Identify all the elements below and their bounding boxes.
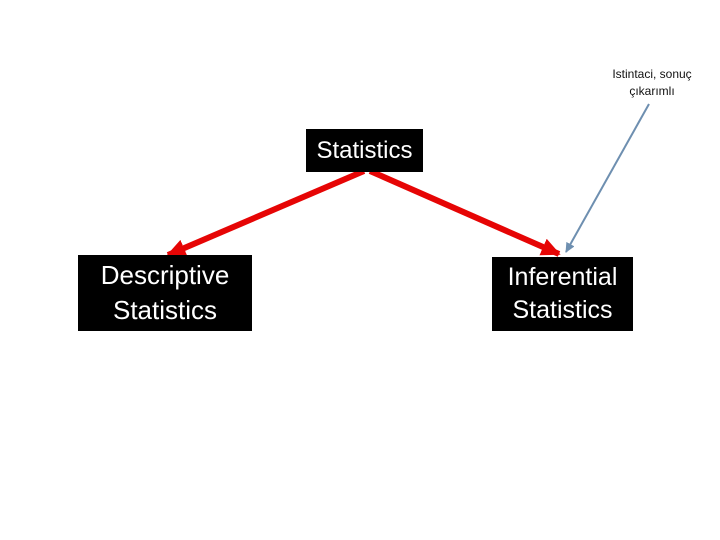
node-inferential-statistics: Inferential Statistics [492, 257, 633, 331]
annotation-note: Istintaci, sonuç çıkarımlı [596, 66, 708, 100]
annotation-line2: çıkarımlı [629, 84, 675, 98]
node-descriptive-label-line2: Statistics [112, 295, 218, 325]
annotation-line1: Istintaci, sonuç [612, 67, 692, 81]
node-statistics-label: Statistics [316, 137, 413, 164]
node-statistics: Statistics [306, 129, 423, 172]
node-descriptive-label-line1: Descriptive [100, 260, 230, 290]
node-inferential-label-line1: Inferential [507, 263, 618, 291]
annotation-connector-line [565, 103, 650, 253]
node-inferential-label-line2: Statistics [512, 296, 613, 324]
arrow-root-to-inferential [368, 168, 561, 257]
node-descriptive-statistics: Descriptive Statistics [78, 255, 252, 331]
arrow-root-to-descriptive [166, 168, 366, 258]
